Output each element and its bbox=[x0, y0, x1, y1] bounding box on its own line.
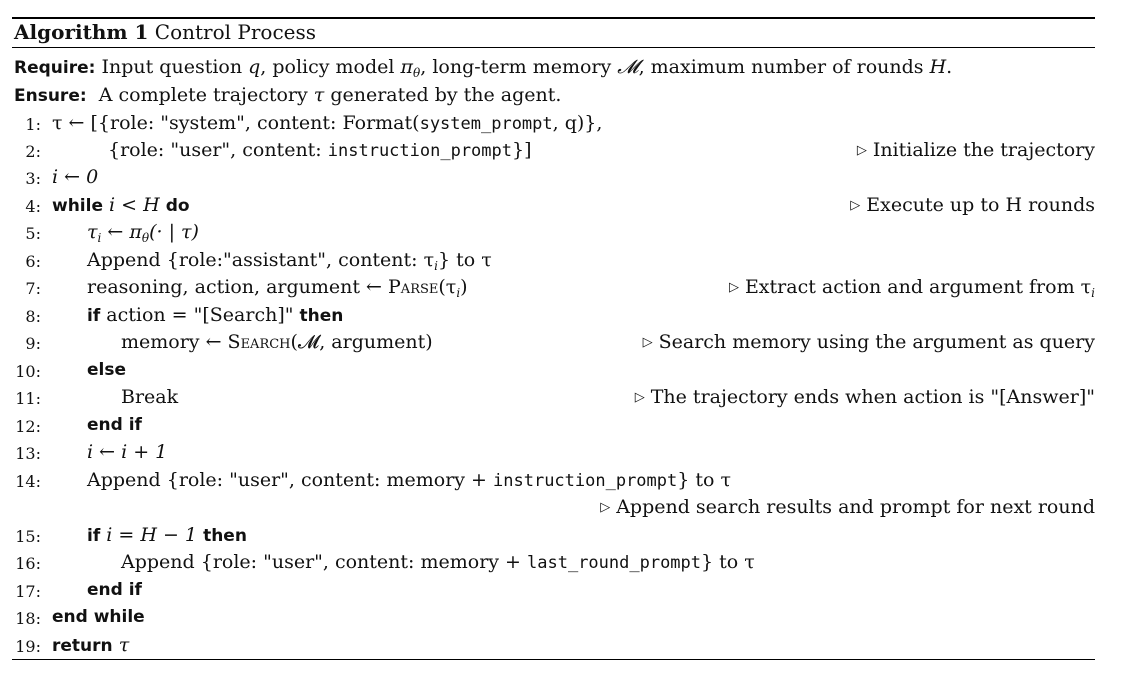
algo-line-3: 3: i ← 0 bbox=[0, 164, 1124, 191]
line-number: 6: bbox=[25, 252, 41, 271]
line-number: 14: bbox=[15, 472, 41, 491]
line-number: 2: bbox=[25, 142, 41, 161]
algo-line-18: 18: end while bbox=[0, 604, 1124, 631]
require-label: Require: bbox=[14, 58, 96, 78]
comment-triangle-icon: ▷ bbox=[642, 335, 653, 350]
algo-line-2: 2: {role: "user", content: instruction_p… bbox=[0, 137, 1124, 164]
algo-line-9: 9: memory ← Search(𝓜, argument) ▷Search … bbox=[0, 329, 1124, 356]
comment: ▷Search memory using the argument as que… bbox=[642, 331, 1095, 353]
comment: ▷Extract action and argument from τi bbox=[728, 276, 1095, 300]
comment: ▷Append search results and prompt for ne… bbox=[600, 496, 1095, 518]
line-number: 17: bbox=[15, 582, 41, 601]
comment: ▷Execute up to H rounds bbox=[850, 194, 1095, 216]
algo-line-11: 11: Break ▷The trajectory ends when acti… bbox=[0, 384, 1124, 411]
algo-line-7: 7: reasoning, action, argument ← Parse(τ… bbox=[0, 274, 1124, 301]
line-number: 7: bbox=[25, 279, 41, 298]
line-number: 8: bbox=[25, 307, 41, 326]
bottom-rule bbox=[12, 659, 1095, 660]
algo-line-1: 1: τ ← [{role: "system", content: Format… bbox=[0, 110, 1124, 137]
algo-line-6: 6: Append {role:"assistant", content: τi… bbox=[0, 247, 1124, 274]
comment: ▷The trajectory ends when action is "[An… bbox=[634, 386, 1095, 408]
comment-triangle-icon: ▷ bbox=[850, 198, 861, 213]
algorithm-caption: Algorithm 1 Control Process bbox=[14, 20, 316, 44]
line-number: 11: bbox=[15, 389, 41, 408]
comment-triangle-icon: ▷ bbox=[634, 390, 645, 405]
comment-triangle-icon: ▷ bbox=[600, 500, 611, 515]
algo-line-13: 13: i ← i + 1 bbox=[0, 439, 1124, 466]
algorithm-label: Algorithm 1 bbox=[14, 20, 149, 44]
algo-line-17: 17: end if bbox=[0, 577, 1124, 604]
line-number: 13: bbox=[15, 444, 41, 463]
line-number: 4: bbox=[25, 197, 41, 216]
line-number: 9: bbox=[25, 334, 41, 353]
comment-triangle-icon: ▷ bbox=[856, 143, 867, 158]
top-rule bbox=[12, 17, 1095, 19]
algo-line-14-comment: ▷Append search results and prompt for ne… bbox=[0, 494, 1124, 521]
require-line: Require: Input question q, policy model … bbox=[14, 56, 953, 80]
line-number: 19: bbox=[15, 637, 41, 656]
line-number: 16: bbox=[15, 554, 41, 573]
algo-line-19: 19: return τ bbox=[0, 632, 1124, 659]
line-number: 18: bbox=[15, 609, 41, 628]
line-number: 10: bbox=[15, 362, 41, 381]
line-number: 15: bbox=[15, 527, 41, 546]
algo-line-5: 5: τi ← πθ(· | τ) bbox=[0, 219, 1124, 246]
line-number: 1: bbox=[25, 115, 41, 134]
ensure-line: Ensure: A complete trajectory τ generate… bbox=[14, 84, 562, 106]
comment-triangle-icon: ▷ bbox=[728, 280, 739, 295]
comment: ▷Initialize the trajectory bbox=[856, 139, 1095, 161]
line-number: 12: bbox=[15, 417, 41, 436]
algorithm-title: Control Process bbox=[154, 20, 317, 44]
algo-line-10: 10: else bbox=[0, 357, 1124, 384]
algo-line-14: 14: Append {role: "user", content: memor… bbox=[0, 467, 1124, 494]
ensure-label: Ensure: bbox=[14, 86, 87, 106]
caption-rule bbox=[12, 47, 1095, 48]
algo-line-8: 8: if action = "[Search]" then bbox=[0, 302, 1124, 329]
line-number: 3: bbox=[25, 169, 41, 188]
line-number: 5: bbox=[25, 224, 41, 243]
algo-line-4: 4: while i < H do ▷Execute up to H round… bbox=[0, 192, 1124, 219]
algo-line-15: 15: if i = H − 1 then bbox=[0, 522, 1124, 549]
algo-line-16: 16: Append {role: "user", content: memor… bbox=[0, 549, 1124, 576]
algo-line-12: 12: end if bbox=[0, 412, 1124, 439]
